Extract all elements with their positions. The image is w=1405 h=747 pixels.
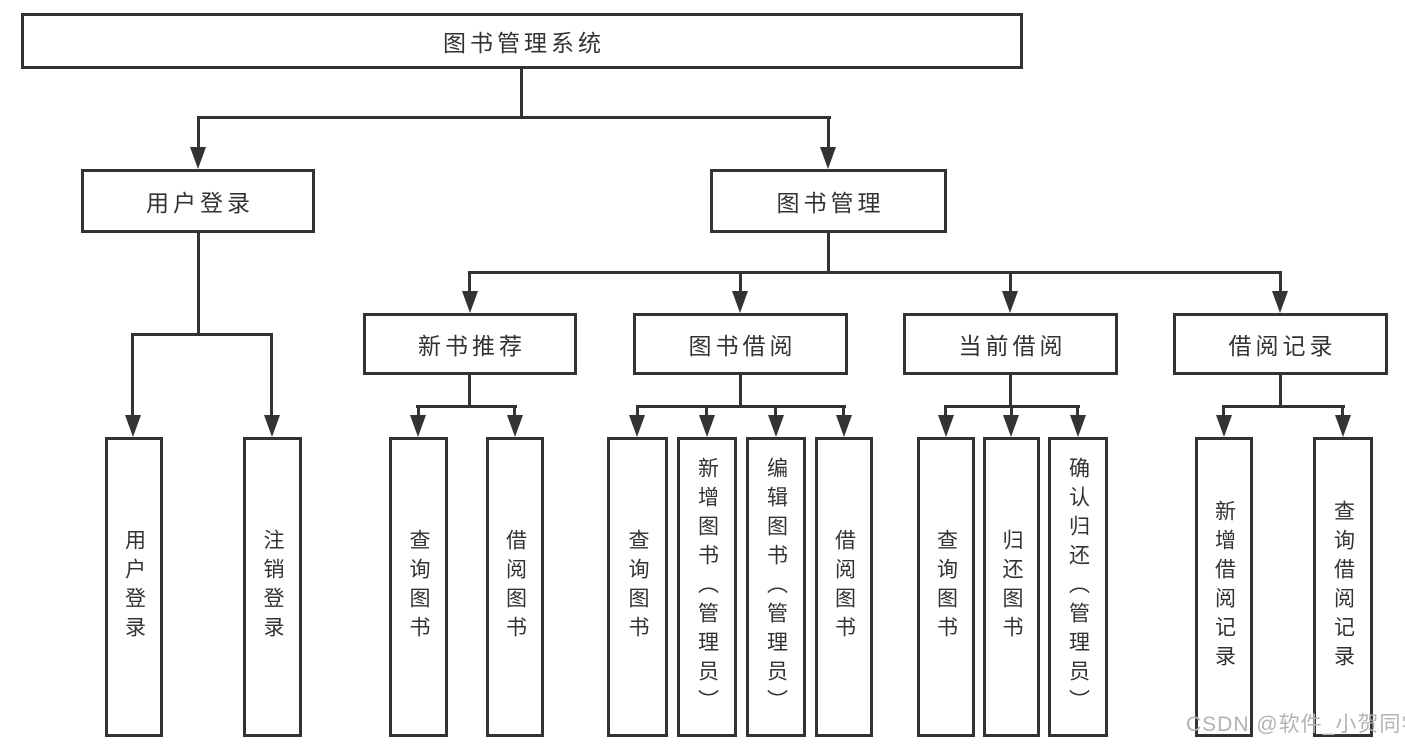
arrow-down-icon xyxy=(836,415,852,437)
connector-line xyxy=(636,405,846,408)
connector-line xyxy=(468,271,1282,274)
arrow-down-icon xyxy=(1003,415,1019,437)
connector-line xyxy=(1009,273,1012,293)
node-new-book-rec: 新书推荐 xyxy=(363,313,577,375)
leaf-add-borrow-record-label: 新增借阅记录 xyxy=(1212,500,1236,674)
leaf-query-books-2: 查询图书 xyxy=(607,437,668,737)
node-root: 图书管理系统 xyxy=(21,13,1023,69)
leaf-return-books-label: 归还图书 xyxy=(1000,529,1023,645)
arrow-down-icon xyxy=(732,291,748,313)
connector-line xyxy=(1009,375,1012,408)
connector-line xyxy=(131,333,273,336)
arrow-down-icon xyxy=(264,415,280,437)
leaf-edit-books: 编辑图书（管理员） xyxy=(746,437,806,737)
leaf-query-borrow-record-label: 查询借阅记录 xyxy=(1331,500,1355,674)
connector-line xyxy=(468,375,471,408)
connector-line xyxy=(417,407,420,417)
connector-line xyxy=(1222,405,1345,408)
connector-line xyxy=(270,334,273,416)
connector-line xyxy=(1279,375,1282,408)
node-new-book-rec-label: 新书推荐 xyxy=(418,333,526,359)
connector-line xyxy=(739,375,742,408)
leaf-query-books-2-label: 查询图书 xyxy=(626,529,649,645)
connector-line xyxy=(636,407,639,417)
arrow-down-icon xyxy=(1216,415,1232,437)
arrow-down-icon xyxy=(507,415,523,437)
leaf-edit-books-label: 编辑图书（管理员） xyxy=(764,456,788,718)
leaf-borrow-books-2: 借阅图书 xyxy=(815,437,873,737)
leaf-borrow-books-2-label: 借阅图书 xyxy=(832,529,856,645)
leaf-query-books-3-label: 查询图书 xyxy=(934,529,958,645)
leaf-logout: 注销登录 xyxy=(243,437,302,737)
leaf-borrow-books-1-label: 借阅图书 xyxy=(503,529,527,645)
node-borrow-records-label: 借阅记录 xyxy=(1228,333,1337,359)
node-book-borrow-label: 图书借阅 xyxy=(688,333,797,359)
connector-line xyxy=(416,405,517,408)
node-borrow-records: 借阅记录 xyxy=(1173,313,1388,375)
arrow-down-icon xyxy=(1070,415,1086,437)
connector-line xyxy=(197,232,200,336)
connector-line xyxy=(944,407,947,417)
node-book-borrow: 图书借阅 xyxy=(633,313,848,375)
leaf-query-books-1-label: 查询图书 xyxy=(407,529,430,645)
leaf-return-books: 归还图书 xyxy=(983,437,1040,737)
connector-line xyxy=(827,233,830,274)
connector-line xyxy=(944,405,1080,408)
connector-line xyxy=(131,334,134,416)
connector-line xyxy=(1010,407,1013,417)
node-book-mgmt: 图书管理 xyxy=(710,169,947,233)
leaf-add-books: 新增图书（管理员） xyxy=(677,437,737,737)
connector-line xyxy=(827,117,830,149)
arrow-down-icon xyxy=(938,415,954,437)
connector-line xyxy=(513,407,516,417)
arrow-down-icon xyxy=(820,147,836,169)
connector-line xyxy=(1222,407,1225,417)
leaf-logout-label: 注销登录 xyxy=(261,529,284,645)
connector-line xyxy=(842,407,845,417)
connector-line xyxy=(705,407,708,417)
connector-line xyxy=(1341,407,1344,417)
arrow-down-icon xyxy=(462,291,478,313)
node-current-borrow-label: 当前借阅 xyxy=(958,333,1067,359)
leaf-user-login-label: 用户登录 xyxy=(122,529,146,645)
connector-line xyxy=(739,273,742,293)
node-book-mgmt-label: 图书管理 xyxy=(776,190,885,216)
leaf-query-books-1: 查询图书 xyxy=(389,437,448,737)
watermark-text: CSDN @软件_小贺同学 xyxy=(1186,713,1405,736)
arrow-down-icon xyxy=(629,415,645,437)
connector-line xyxy=(774,407,777,417)
connector-line xyxy=(197,116,831,119)
node-root-label: 图书管理系统 xyxy=(443,30,605,56)
arrow-down-icon xyxy=(768,415,784,437)
connector-line xyxy=(520,69,523,119)
arrow-down-icon xyxy=(410,415,426,437)
arrow-down-icon xyxy=(190,147,206,169)
leaf-add-borrow-record: 新增借阅记录 xyxy=(1195,437,1253,737)
arrow-down-icon xyxy=(699,415,715,437)
connector-line xyxy=(1076,407,1079,417)
node-user-login-label: 用户登录 xyxy=(146,190,254,216)
node-user-login: 用户登录 xyxy=(81,169,315,233)
leaf-user-login: 用户登录 xyxy=(105,437,163,737)
connector-line xyxy=(1279,273,1282,293)
leaf-borrow-books-1: 借阅图书 xyxy=(486,437,544,737)
leaf-confirm-return-label: 确认归还（管理员） xyxy=(1066,456,1090,718)
leaf-confirm-return: 确认归还（管理员） xyxy=(1048,437,1108,737)
arrow-down-icon xyxy=(1002,291,1018,313)
connector-line xyxy=(197,117,200,149)
leaf-add-books-label: 新增图书（管理员） xyxy=(695,456,719,718)
leaf-query-books-3: 查询图书 xyxy=(917,437,975,737)
connector-line xyxy=(468,273,471,293)
arrow-down-icon xyxy=(1272,291,1288,313)
arrow-down-icon xyxy=(125,415,141,437)
node-current-borrow: 当前借阅 xyxy=(903,313,1118,375)
arrow-down-icon xyxy=(1335,415,1351,437)
leaf-query-borrow-record: 查询借阅记录 xyxy=(1313,437,1373,737)
